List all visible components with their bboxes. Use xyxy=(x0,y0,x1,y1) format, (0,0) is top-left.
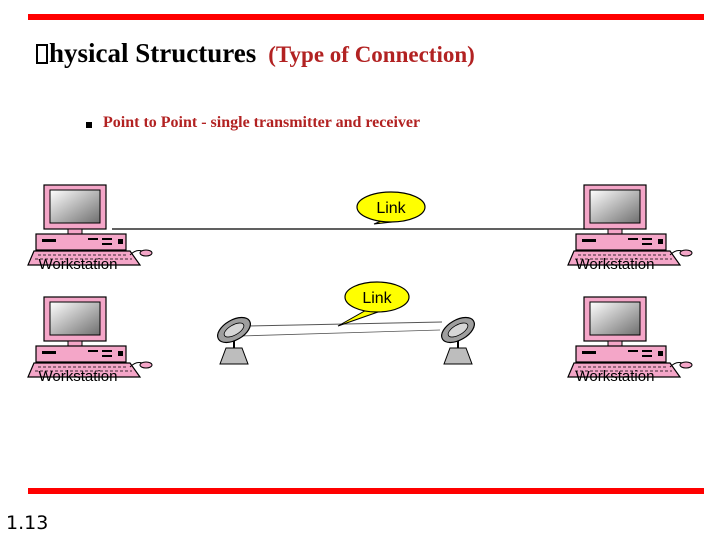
workstation-computer-top-left xyxy=(27,184,153,266)
bullet-text: Point to Point - single transmitter and … xyxy=(103,114,421,131)
link-callout-bottom: Link xyxy=(337,281,410,327)
top-accent-bar xyxy=(28,14,704,20)
link-callout-top: Link xyxy=(356,191,426,225)
workstation-computer-bottom-left xyxy=(27,296,153,378)
bullet-square-icon xyxy=(86,122,92,128)
workstation-computer-top-right xyxy=(567,184,693,266)
missing-glyph-icon xyxy=(36,44,48,64)
satellite-dish-left-icon xyxy=(212,311,256,365)
title-subtitle: (Type of Connection) xyxy=(268,42,475,67)
svg-text:Link: Link xyxy=(376,200,406,217)
workstation-label-bottom-left: Workstation xyxy=(39,368,118,385)
svg-text:Link: Link xyxy=(362,290,392,307)
title-main: hysical Structures xyxy=(49,38,257,68)
workstation-label-top-right: Workstation xyxy=(576,256,655,273)
workstation-label-top-left: Workstation xyxy=(39,256,118,273)
bottom-accent-bar xyxy=(28,488,704,494)
satellite-dish-right-icon xyxy=(436,311,480,365)
slide-title: hysical Structures (Type of Connection) xyxy=(36,38,475,69)
workstation-label-bottom-right: Workstation xyxy=(576,368,655,385)
workstation-computer-bottom-right xyxy=(567,296,693,378)
page-number: 1.13 xyxy=(6,512,49,534)
